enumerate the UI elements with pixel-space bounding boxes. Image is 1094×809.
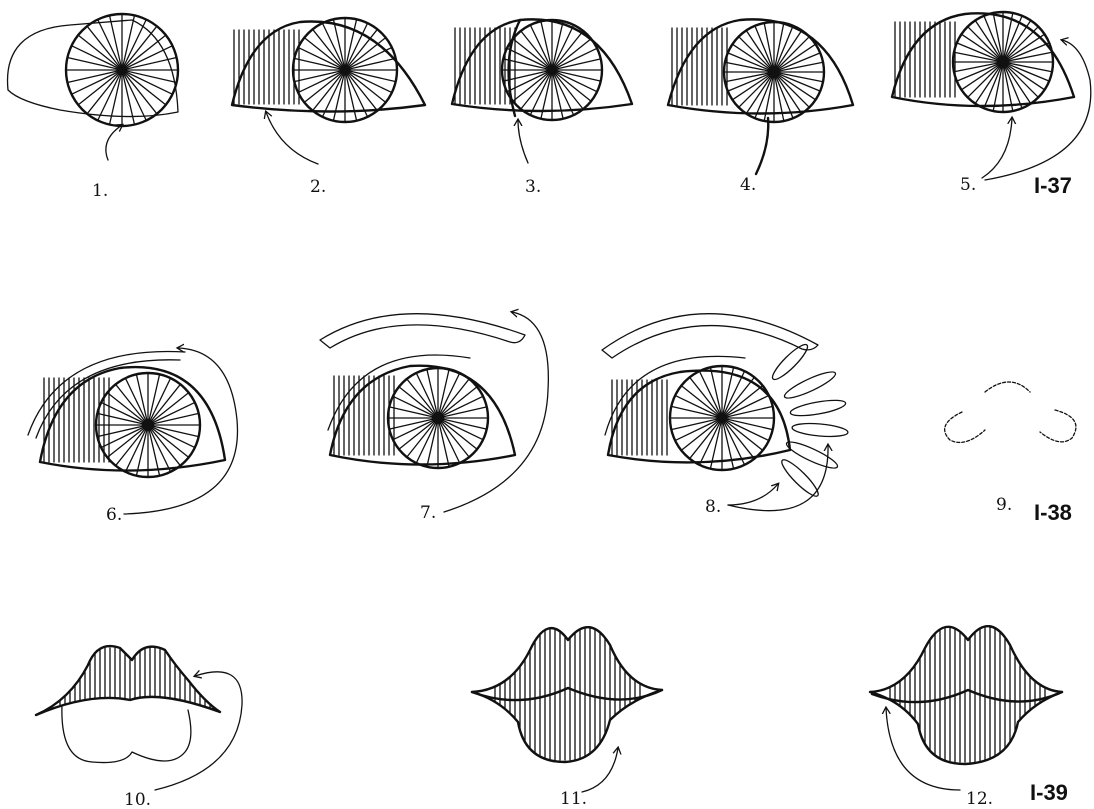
step-label-12: 12. [966, 789, 993, 809]
nose-step-9 [945, 382, 1076, 442]
figure-label-i38: I-38 [1034, 500, 1072, 525]
step-label-9: 9. [996, 495, 1012, 515]
step-label-2: 2. [310, 177, 326, 197]
eye-step-6 [28, 351, 225, 477]
arrow-7 [444, 312, 548, 512]
lips-step-10 [36, 646, 220, 763]
eye-step-1 [8, 14, 178, 126]
step-label-5: 5. [960, 175, 976, 195]
arrow-3 [518, 120, 528, 163]
arrow-5a [982, 118, 1012, 178]
step-label-7: 7. [420, 503, 436, 523]
eye-step-2 [232, 18, 425, 122]
lips-step-11 [472, 625, 662, 762]
step-label-11: 11. [560, 789, 587, 809]
figure-label-i37: I-37 [1034, 173, 1072, 198]
arrow-10 [155, 672, 242, 790]
arrow-8b [728, 445, 828, 511]
eye-step-3 [452, 19, 632, 120]
lips-step-12 [870, 622, 1062, 764]
arrow-2 [266, 112, 318, 164]
eye-step-8 [602, 314, 848, 500]
eye-step-7 [320, 314, 525, 468]
step-label-4: 4. [740, 175, 756, 195]
eye-step-4 [668, 19, 853, 122]
arrow-1 [106, 125, 122, 160]
step-label-10: 10. [124, 790, 151, 809]
step-label-6: 6. [106, 505, 122, 525]
step-label-8: 8. [705, 497, 721, 517]
eye-step-5 [892, 12, 1074, 112]
figure-label-i39: I-39 [1030, 780, 1068, 805]
arrow-8a [728, 484, 778, 505]
arrow-12 [886, 708, 960, 790]
step-label-1: 1. [92, 181, 108, 201]
step-label-3: 3. [525, 177, 541, 197]
arrow-4 [756, 118, 768, 174]
